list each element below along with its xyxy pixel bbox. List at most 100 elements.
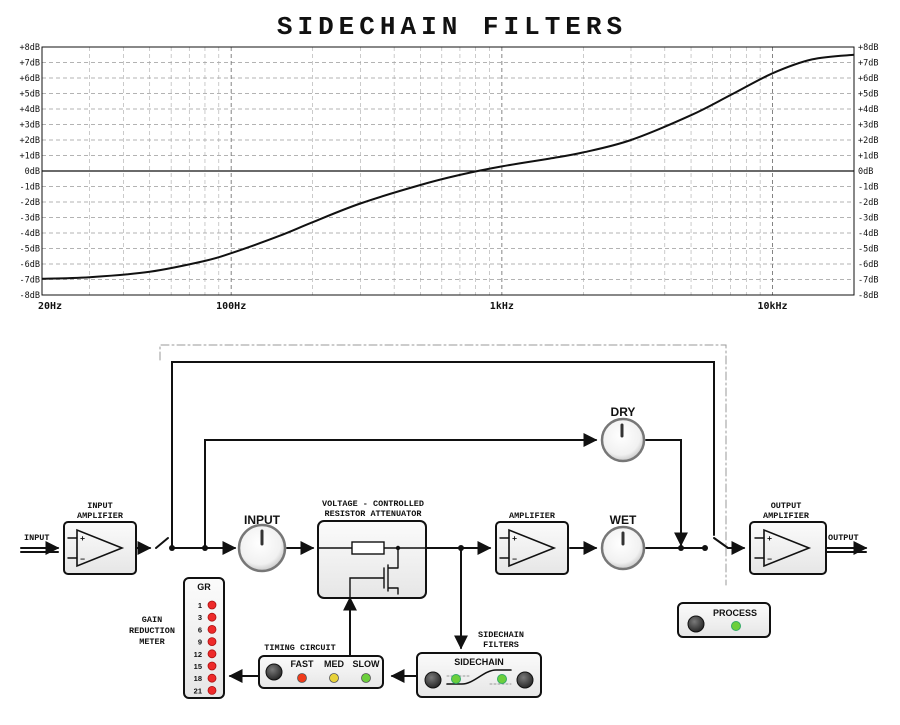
timing-circuit-label: TIMING CIRCUIT [264,643,335,653]
x-tick-label: 100Hz [216,301,246,312]
opamp-symbol [76,528,125,568]
input-label: INPUT [24,533,50,543]
input-knob-label: INPUT [244,513,281,527]
wet-knob-label: WET [610,513,637,527]
sidechain-panel-box [416,652,542,698]
vca-label-line1: VOLTAGE - CONTROLLED [322,499,424,509]
y-tick-label-left: +4dB [20,105,40,115]
sidechain-high-button[interactable] [516,671,534,689]
gr-led [207,637,217,646]
opamp-plus: + [767,534,772,544]
gr-step-label: 1 [198,601,202,610]
y-tick-label-right: -6dB [858,260,878,270]
gr-step-label: 15 [194,662,202,671]
gr-step-label: 6 [198,625,202,634]
amplifier-label: AMPLIFIER [509,511,556,521]
timing-circuit-panel: TIMING CIRCUIT FAST MED SLOW [258,643,384,689]
bypass-outline [159,344,727,586]
process-button[interactable] [687,615,705,633]
opamp-minus: − [767,555,772,565]
input-knob[interactable]: INPUT [237,513,287,573]
process-led [731,621,741,631]
opamp-pins [499,537,510,559]
y-tick-label-right: +4dB [858,105,878,115]
y-tick-label-right: -2dB [858,198,878,208]
timing-led-fast [297,673,307,683]
timing-option-med: MED [324,659,345,669]
opamp-pins [67,537,78,559]
dry-knob-body[interactable] [600,417,646,463]
timing-led-slow [361,673,371,683]
vca-box [317,520,427,599]
gr-led [207,661,217,671]
gain-reduction-label-line3: METER [139,637,165,647]
amplifier-box [495,521,569,575]
resistor-symbol [351,541,385,555]
gr-step-label: 3 [198,613,202,622]
gr-led [207,673,217,683]
sidechain-filters-panel: SIDECHAIN FILTERS SIDECHAIN [416,630,542,698]
gr-led [207,649,217,659]
sidechain-filters-label-line2: FILTERS [483,640,519,650]
timing-option-slow: SLOW [353,659,381,669]
y-tick-label-right: -7dB [858,276,878,286]
opamp-minus: − [80,555,85,565]
y-tick-label-right: -8dB [858,291,878,301]
output-amplifier-box [749,521,827,575]
wet-knob-body[interactable] [600,525,646,571]
y-tick-labels: +8dB+8dB+7dB+7dB+6dB+6dB+5dB+5dB+4dB+4dB… [20,43,879,301]
y-tick-label-left: +5dB [20,90,40,100]
amplifier: AMPLIFIER + − [495,511,569,575]
dry-send-wire [204,433,598,549]
sidechain-label: SIDECHAIN [454,657,504,667]
y-tick-label-left: -5dB [20,245,40,255]
y-tick-label-left: -8dB [20,291,40,301]
opamp-symbol [508,528,557,568]
junction-dot [702,545,708,551]
sidechain-filters-label-line1: SIDECHAIN [478,630,524,640]
process-label: PROCESS [713,608,757,618]
y-tick-label-right: -4dB [858,229,878,239]
vca-label-line2: RESISTOR ATTENUATOR [325,509,423,519]
y-tick-label-right: +3dB [858,121,878,131]
wet-knob[interactable]: WET [600,513,646,571]
y-tick-label-left: +1dB [20,152,40,162]
input-amplifier: INPUT AMPLIFIER + − [63,501,137,575]
gr-step-label: 21 [194,686,202,695]
y-tick-label-right: +1dB [858,152,878,162]
timing-panel-box [258,655,384,689]
gain-reduction-label-line2: REDUCTION [129,626,175,636]
timing-button[interactable] [265,663,283,681]
timing-option-fast: FAST [290,659,314,669]
y-tick-label-right: -5dB [858,245,878,255]
signal-flow-diagram: INPUT INPUT AMPLIFIER + − INPUT VOLTAGE … [20,344,868,699]
output-amplifier-label-line2: AMPLIFIER [763,511,810,521]
gain-reduction-label-line1: GAIN [142,615,162,625]
vca-attenuator: VOLTAGE - CONTROLLED RESISTOR ATTENUATOR [317,499,427,599]
y-tick-label-left: +3dB [20,121,40,131]
x-tick-label: 10kHz [757,301,787,312]
gr-led [207,686,217,695]
dry-knob[interactable]: DRY [600,405,646,463]
input-knob-body[interactable] [237,523,287,573]
chart-grid [42,46,855,296]
x-tick-label: 1kHz [490,301,514,312]
process-panel: PROCESS [677,602,771,638]
sidechain-led-low [451,674,461,684]
signal-wiring [20,361,868,683]
plot-frame [41,46,855,296]
y-tick-label-left: +7dB [20,59,40,69]
y-tick-label-left: 0dB [25,167,40,177]
junction-dot [169,545,175,551]
sidechain-filter-curve-icon [446,669,512,685]
gr-step-label: 12 [194,650,202,659]
bypass-switch-in [155,537,169,549]
y-tick-label-left: -7dB [20,276,40,286]
y-tick-label-left: -1dB [20,183,40,193]
sidechain-low-button[interactable] [424,671,442,689]
y-tick-label-left: -4dB [20,229,40,239]
gr-led [207,600,217,610]
